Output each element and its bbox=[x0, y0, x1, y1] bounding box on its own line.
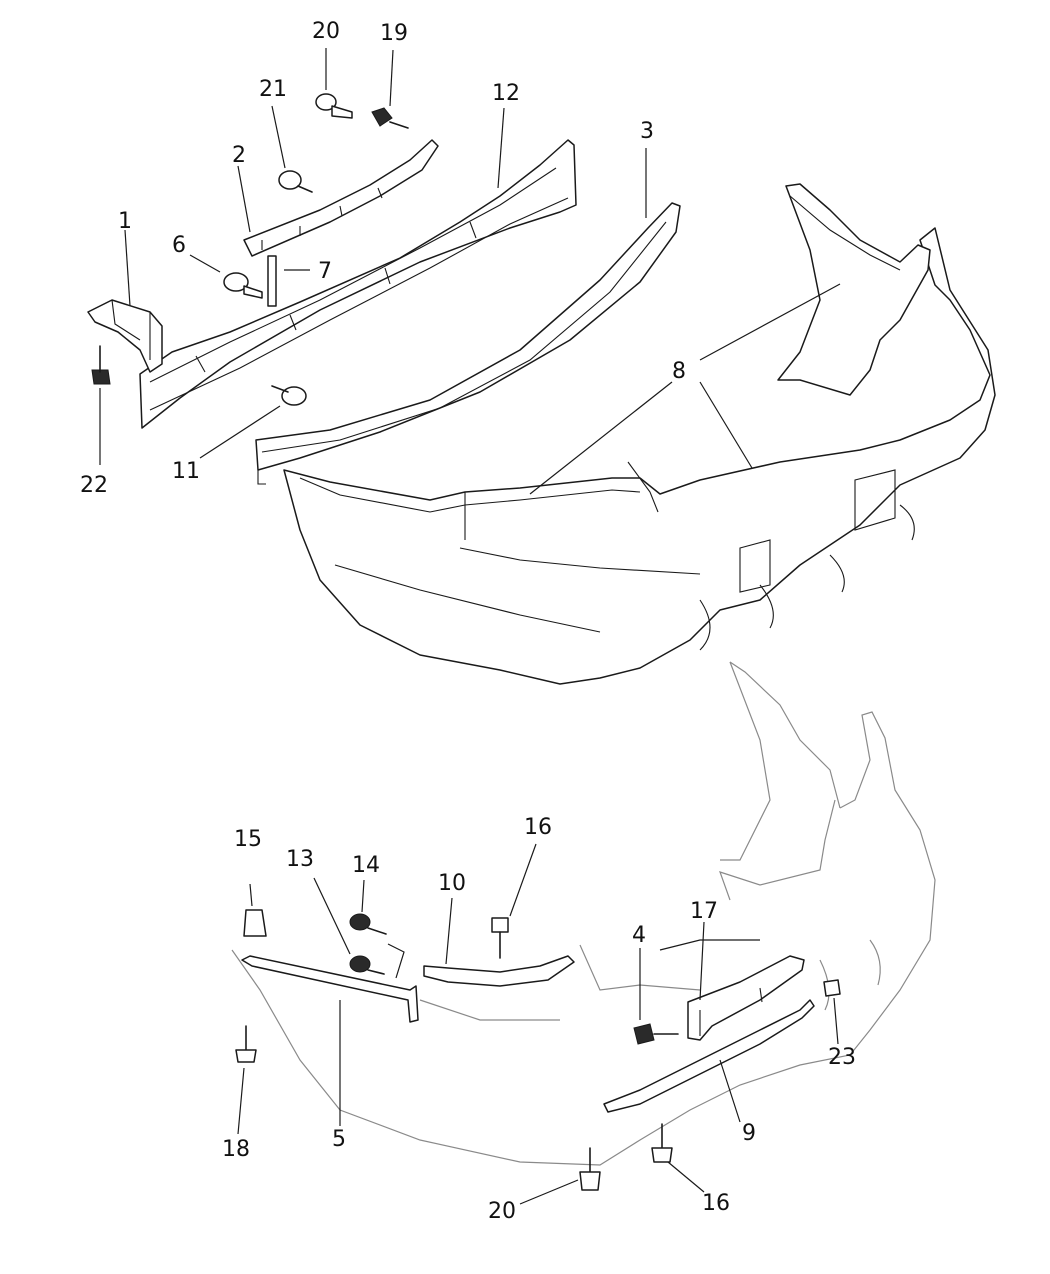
lower-center-bracket bbox=[603, 955, 815, 1113]
callout-7: 7 bbox=[318, 259, 332, 284]
callout-13: 13 bbox=[286, 847, 314, 872]
callout-3: 3 bbox=[640, 119, 654, 144]
fastener-21 bbox=[278, 170, 313, 193]
energy-absorber bbox=[255, 202, 681, 485]
callout-20-lower: 20 bbox=[488, 1199, 516, 1224]
fastener-11 bbox=[271, 385, 307, 406]
callout-8: 8 bbox=[672, 359, 686, 384]
callout-5: 5 bbox=[332, 1127, 346, 1152]
callout-22: 22 bbox=[80, 473, 108, 498]
side-bracket bbox=[87, 299, 163, 373]
callout-18: 18 bbox=[222, 1137, 250, 1162]
fastener-20-upper bbox=[315, 93, 353, 119]
callout-19: 19 bbox=[380, 21, 408, 46]
callout-17: 17 bbox=[690, 899, 718, 924]
leader-lines bbox=[99, 48, 841, 1205]
callout-4: 4 bbox=[632, 923, 646, 948]
callout-9: 9 bbox=[742, 1121, 756, 1146]
small-retainer-strip bbox=[267, 255, 277, 307]
callout-23: 23 bbox=[828, 1045, 856, 1070]
callout-16-upper: 16 bbox=[524, 815, 552, 840]
callout-21: 21 bbox=[259, 77, 287, 102]
fastener-13 bbox=[349, 955, 385, 975]
callout-20: 20 bbox=[312, 19, 340, 44]
callout-2: 2 bbox=[232, 143, 246, 168]
callout-14: 14 bbox=[352, 853, 380, 878]
fastener-22 bbox=[91, 345, 111, 385]
fastener-4 bbox=[633, 1023, 679, 1045]
callout-1: 1 bbox=[118, 209, 132, 234]
lower-reinforcement-strip bbox=[423, 955, 575, 987]
fastener-16-lower bbox=[651, 1123, 673, 1163]
fastener-14 bbox=[349, 913, 387, 935]
bumper-cover-lower-outline bbox=[231, 661, 936, 1166]
lower-cover-strip bbox=[241, 955, 419, 1023]
callout-16-lower: 16 bbox=[702, 1191, 730, 1216]
callout-labels: 20 19 21 12 3 2 1 6 7 8 11 22 16 15 13 1… bbox=[80, 19, 856, 1224]
callout-11: 11 bbox=[172, 459, 200, 484]
callout-6: 6 bbox=[172, 233, 186, 258]
callout-12: 12 bbox=[492, 81, 520, 106]
fastener-23 bbox=[823, 979, 841, 997]
callout-15: 15 bbox=[234, 827, 262, 852]
fastener-18 bbox=[235, 1025, 257, 1063]
bumper-cover-upper bbox=[283, 183, 996, 685]
upper-mounting-strip bbox=[243, 139, 439, 257]
bumper-reinforcement-beam bbox=[139, 139, 577, 429]
fastener-15 bbox=[243, 909, 267, 937]
fastener-19 bbox=[371, 107, 409, 129]
fastener-20-lower bbox=[579, 1147, 601, 1191]
callout-10: 10 bbox=[438, 871, 466, 896]
fastener-6 bbox=[223, 272, 263, 299]
fastener-16-upper bbox=[491, 917, 509, 959]
